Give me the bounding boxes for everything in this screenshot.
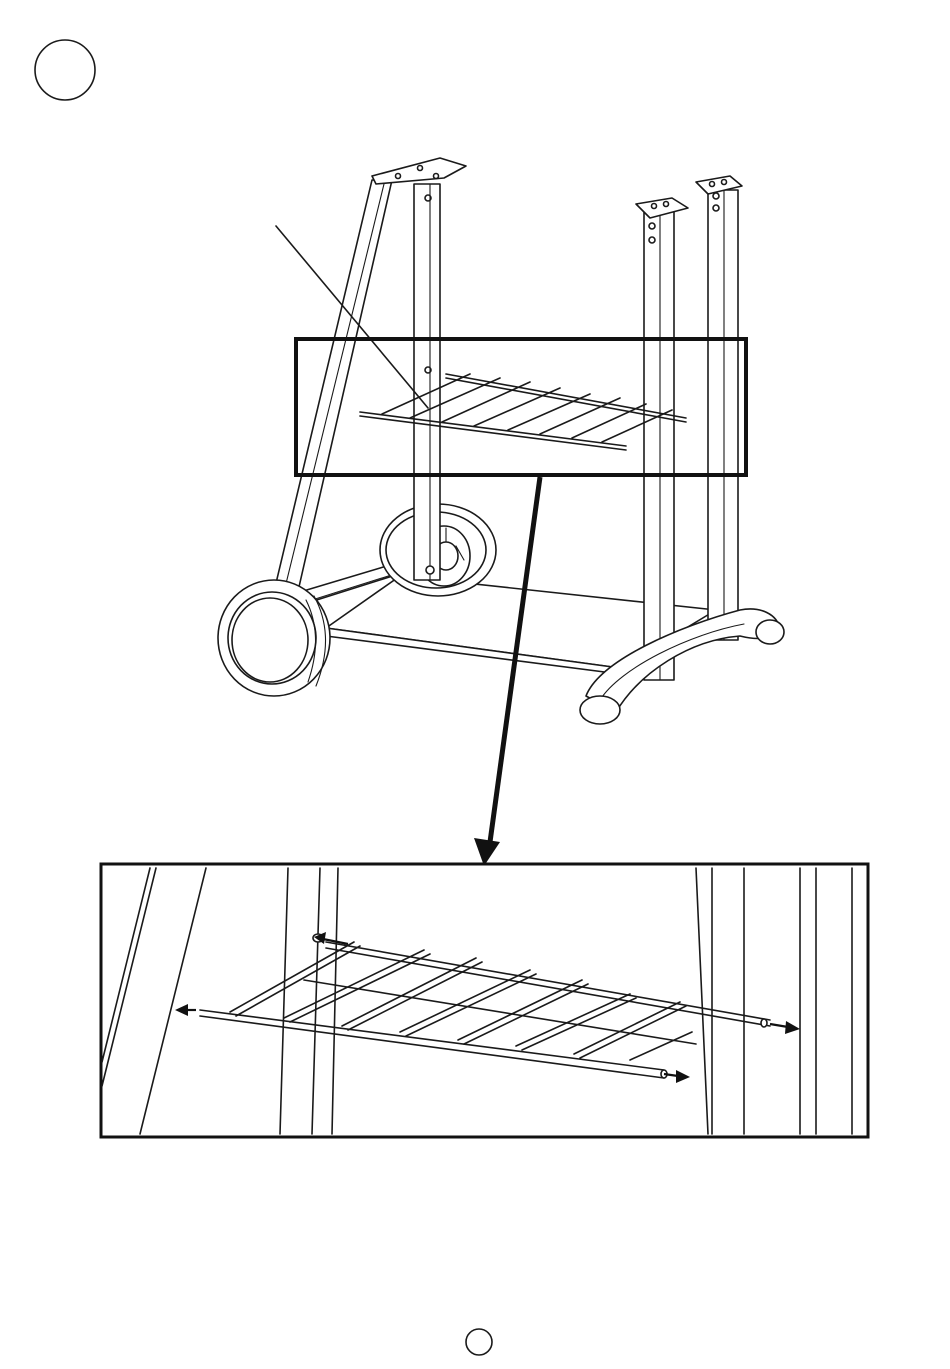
- detail-view: [101, 864, 868, 1137]
- pointer-leader-line: [276, 226, 428, 408]
- page-number-badge: [466, 1329, 492, 1355]
- right-rear-post: [708, 190, 738, 640]
- left-top-plate: [372, 158, 466, 184]
- right-front-post: [644, 210, 674, 680]
- highlight-frame: [296, 339, 746, 475]
- step-badge: [35, 40, 95, 100]
- left-vertical-post: [414, 184, 440, 580]
- front-wheel: [218, 580, 330, 696]
- grill-cart-illustration: [218, 158, 784, 724]
